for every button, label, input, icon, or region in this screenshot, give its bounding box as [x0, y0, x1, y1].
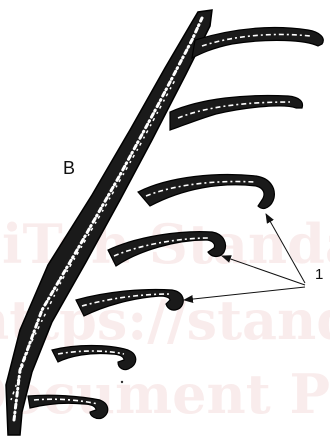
branch-2 [170, 96, 302, 130]
branch-4 [108, 232, 226, 266]
branch-6 [52, 346, 136, 370]
branch-1 [192, 28, 323, 58]
callout-label: 1 [315, 266, 323, 283]
callout-arrow-3 [184, 287, 305, 300]
branch-7 [28, 395, 108, 418]
panel-label: B [63, 158, 75, 179]
stem [6, 10, 212, 435]
branch-5 [76, 289, 183, 316]
branch-3 [138, 175, 274, 209]
callout-arrow-1 [266, 214, 305, 283]
